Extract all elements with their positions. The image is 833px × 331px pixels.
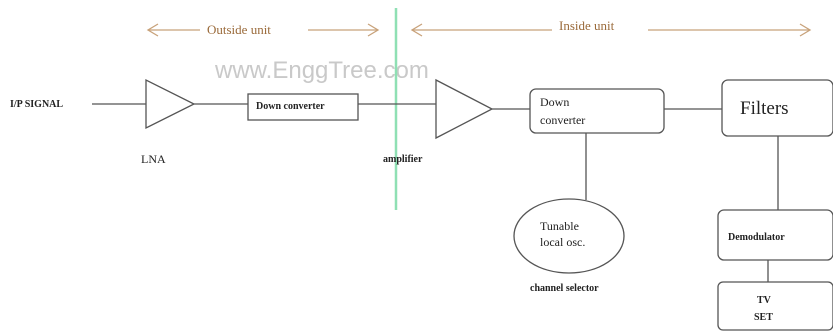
tunable-osc-line2: local osc. <box>540 235 585 249</box>
tunable-osc-line1: Tunable <box>540 219 579 233</box>
down-converter-2-box <box>529 88 665 134</box>
down-converter-1-label: Down converter <box>256 101 325 112</box>
lna-amplifier-triangle <box>145 78 196 130</box>
demodulator-label: Demodulator <box>728 232 785 243</box>
input-signal-label: I/P SIGNAL <box>10 99 63 110</box>
outside-left-arrowhead <box>146 23 159 37</box>
lna-label: LNA <box>141 152 166 166</box>
tunable-local-oscillator-ellipse <box>513 198 625 274</box>
tv-set-box <box>717 281 833 331</box>
inside-unit-label: Inside unit <box>559 18 615 33</box>
inside-left-arrowhead <box>410 23 423 37</box>
outside-unit-header: Outside unit <box>146 22 380 37</box>
amplifier-label: amplifier <box>383 154 423 165</box>
down-converter-2-line2: converter <box>540 113 585 127</box>
tv-set-line1: TV <box>757 295 772 306</box>
demodulator-box <box>717 209 833 261</box>
down-converter-1-box <box>247 93 359 121</box>
watermark: www.EnggTree.com <box>214 57 429 84</box>
inside-unit-header: Inside unit <box>410 18 812 37</box>
outside-unit-label: Outside unit <box>207 22 271 37</box>
tv-set-line2: SET <box>754 312 773 323</box>
outside-right-arrowhead <box>367 23 380 37</box>
down-converter-2-line1: Down <box>540 95 569 109</box>
filters-label: Filters <box>740 98 789 119</box>
channel-selector-label: channel selector <box>530 283 599 294</box>
inside-right-arrowhead <box>799 23 812 37</box>
amplifier-triangle <box>435 78 494 140</box>
